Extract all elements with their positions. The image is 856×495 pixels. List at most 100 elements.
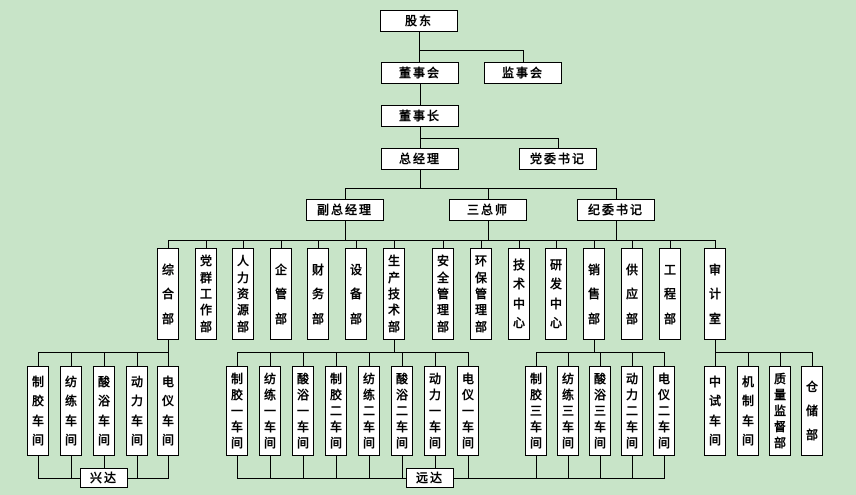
label-char: 制 [230, 372, 243, 386]
label-char: 中 [549, 296, 562, 311]
label-char: 车 [97, 413, 110, 428]
label-char: 制 [741, 394, 754, 409]
label-char: 储 [805, 404, 818, 418]
label-char: 一 [263, 404, 276, 418]
connector-line [38, 352, 39, 367]
label-char: 技 [512, 257, 525, 272]
general-manager-box: 总经理 [381, 148, 459, 170]
rd-center-box: 研发中心 [545, 248, 567, 340]
connector-line [715, 352, 813, 353]
safety-mgmt-dept-box: 安全管理部 [432, 248, 454, 340]
label-char: 动 [625, 372, 638, 386]
label-char: 间 [97, 432, 110, 447]
connector-line [281, 240, 282, 249]
connector-line [168, 352, 169, 367]
shareholders-box: 股东 [380, 10, 458, 32]
spinning-workshop-3-box: 纺练三车间 [557, 366, 579, 456]
finance-dept-box: 财务部 [307, 248, 329, 340]
connector-line [468, 352, 469, 367]
label-char: 车 [395, 420, 408, 434]
label-char: 车 [529, 420, 542, 434]
label-char: 备 [349, 287, 362, 301]
label-char: 人 [236, 254, 249, 269]
connector-line [632, 240, 633, 249]
label-char: 群 [199, 270, 212, 285]
connector-line [303, 456, 304, 479]
quality-supervision-dept-box: 质量监督部 [769, 366, 791, 456]
label-char: 合 [161, 287, 174, 301]
connector-line [104, 352, 105, 367]
label-char: 售 [587, 287, 600, 301]
label-char: 胶 [329, 388, 342, 402]
electric-instrument-workshop-1-box: 电仪一车间 [457, 366, 479, 456]
label-char: 三 [561, 404, 574, 418]
connector-line [748, 352, 749, 367]
label-char: 部 [311, 311, 324, 326]
label-char: 间 [395, 436, 408, 450]
connector-line [468, 456, 469, 479]
human-resources-dept-box: 人力资源部 [232, 248, 254, 340]
label-char: 车 [461, 420, 474, 434]
label-char: 纺 [362, 372, 375, 386]
label-char: 车 [230, 420, 243, 434]
label-char: 动 [428, 372, 441, 386]
label-char: 财 [311, 262, 324, 277]
label-char: 全 [436, 270, 449, 285]
label-char: 监 [773, 404, 786, 418]
connector-line [168, 340, 169, 353]
label-char: 部 [236, 319, 249, 334]
connector-line [303, 352, 304, 367]
label-char: 部 [274, 311, 287, 326]
label-char: 胶 [529, 388, 542, 402]
label-char: 工 [199, 286, 212, 301]
label-char: 酸 [296, 372, 309, 386]
glue-workshop-3-box: 制胶三车间 [525, 366, 547, 456]
label-char: 间 [461, 436, 474, 450]
label-char: 纺 [263, 372, 276, 386]
label-char: 应 [625, 287, 638, 301]
connector-line [616, 221, 617, 241]
label-char: 动 [130, 375, 143, 390]
spinning-workshop-2-box: 纺练二车间 [358, 366, 380, 456]
connector-line [402, 456, 403, 479]
label-char: 间 [31, 432, 44, 447]
label-char: 部 [199, 319, 212, 334]
label-char: 练 [263, 388, 276, 402]
label-char: 间 [625, 436, 638, 450]
connector-line [237, 352, 469, 353]
label-char: 生 [387, 254, 400, 269]
label-char: 术 [512, 277, 525, 292]
label-char: 浴 [97, 394, 110, 409]
power-workshop-1-box: 动力一车间 [424, 366, 446, 456]
label-char: 中 [708, 375, 721, 390]
label-char: 试 [708, 394, 721, 409]
env-protection-mgmt-dept-box: 环保管理部 [470, 248, 492, 340]
connector-line [600, 352, 601, 367]
connector-line [664, 352, 665, 367]
label-char: 二 [395, 404, 408, 418]
label-char: 车 [561, 420, 574, 434]
label-char: 部 [773, 436, 786, 450]
label-char: 车 [263, 420, 276, 434]
connector-line [812, 352, 813, 367]
label-char: 管 [474, 286, 487, 301]
connector-line [243, 240, 244, 249]
label-char: 三 [529, 404, 542, 418]
label-char: 间 [708, 432, 721, 447]
deputy-general-manager-box: 副总经理 [306, 199, 384, 221]
connector-line [420, 138, 559, 139]
electric-instrument-workshop-box: 电仪车间 [157, 366, 179, 456]
machining-workshop-box: 机制车间 [737, 366, 759, 456]
label-char: 电 [461, 372, 474, 386]
label-char: 销 [587, 262, 600, 277]
label-char: 间 [329, 436, 342, 450]
label-char: 部 [436, 319, 449, 334]
label-char: 部 [349, 311, 362, 326]
spinning-workshop-1-box: 纺练一车间 [259, 366, 281, 456]
label-char: 间 [593, 436, 606, 450]
label-char: 督 [773, 420, 786, 434]
label-char: 一 [230, 404, 243, 418]
label-char: 源 [236, 303, 249, 318]
connector-line [488, 221, 489, 241]
